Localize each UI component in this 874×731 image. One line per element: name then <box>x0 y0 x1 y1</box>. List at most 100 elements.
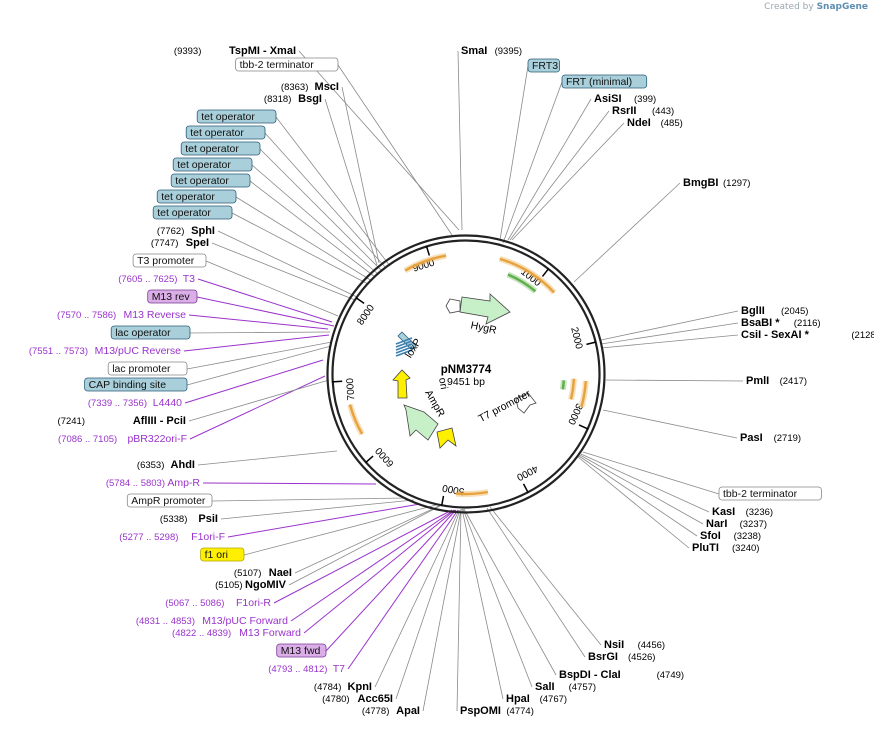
label-feature: M13 fwd <box>276 643 327 658</box>
cds-arrow <box>499 257 555 294</box>
site-name: BmgBI <box>683 177 718 189</box>
label-site: PspOMI(4774) <box>460 705 534 717</box>
site-leader <box>288 505 441 586</box>
label-primer: T3(7605 .. 7625) <box>118 273 195 285</box>
feature-box <box>147 289 198 304</box>
feature-box <box>561 74 648 89</box>
leader-line <box>275 116 391 267</box>
site-leader <box>600 334 739 349</box>
label-primer: M13 Forward(4822 .. 4839) <box>172 627 301 639</box>
label-primer: M13 Reverse(7570 .. 7586) <box>57 309 186 321</box>
site-leader <box>507 98 592 241</box>
inner-label: HygR <box>470 319 499 336</box>
feature-name: tet operator <box>201 111 255 123</box>
site-position: (3240) <box>732 543 759 554</box>
feature-box <box>170 173 251 188</box>
primer-leader <box>188 314 329 330</box>
feature-name: lac promoter <box>112 363 171 375</box>
leader-line <box>211 497 408 502</box>
feature-name: tbb-2 terminator <box>240 59 315 71</box>
site-name: SpeI <box>186 237 209 249</box>
feature-box <box>180 141 261 156</box>
site-position: (4778) <box>362 706 389 717</box>
cds-arrow <box>569 378 576 400</box>
primer-name: T3 <box>183 273 195 285</box>
label-site: ApaI(4778) <box>362 705 420 717</box>
label-feature: lac promoter <box>107 361 188 376</box>
feature-name: T3 promoter <box>137 255 195 267</box>
feature-box <box>718 486 822 501</box>
label-site: SalI(4757) <box>535 681 596 693</box>
site-leader <box>577 456 690 549</box>
primer-name: F1ori-F <box>191 531 225 543</box>
cds-arrow <box>580 380 587 408</box>
site-leader <box>217 230 358 298</box>
feature-name: CAP binding site <box>89 379 167 391</box>
label-site: NgoMIV(5105) <box>215 579 287 591</box>
leader-lines <box>183 50 744 712</box>
site-position: (4456) <box>638 640 665 651</box>
label-site: AhdI(6353) <box>137 459 195 471</box>
site-leader <box>341 86 380 264</box>
tick-label: 8000 <box>355 303 377 328</box>
leader-line <box>259 148 383 272</box>
site-position: (4526) <box>628 652 655 663</box>
label-feature: tet operator <box>196 109 277 124</box>
label-feature: T3 promoter <box>132 253 207 268</box>
leader-line <box>205 260 339 317</box>
site-name: BsgI <box>298 93 322 105</box>
label-feature: f1 ori <box>200 547 245 562</box>
label-site: BspDI - ClaI(4749) <box>559 669 684 681</box>
label-site: KasI(3236) <box>712 506 773 518</box>
site-leader <box>197 450 338 466</box>
site-position: (2116) <box>794 318 821 329</box>
site-position: (1297) <box>723 178 750 189</box>
plasmid-size: 9451 bp <box>447 376 485 388</box>
site-leader <box>220 499 415 520</box>
tick-label: 6000 <box>373 445 396 469</box>
label-primer: F1ori-F(5277 .. 5298) <box>119 531 225 543</box>
feature-box <box>235 57 339 72</box>
site-leader <box>602 409 738 439</box>
label-site: MscI(8363) <box>281 81 339 93</box>
site-position: (9393) <box>174 46 201 57</box>
tick-mark <box>332 380 343 383</box>
ori-arrow <box>392 369 411 399</box>
site-name: KpnI <box>348 681 372 693</box>
tet-operator-mark <box>395 337 413 345</box>
label-site: BglII(2045) <box>741 305 808 317</box>
label-site: BsrGI(4526) <box>588 651 655 663</box>
site-leader <box>573 182 681 283</box>
feature-name: tet operator <box>157 207 211 219</box>
primer-name: M13 Forward <box>239 627 301 639</box>
cds-arrow <box>507 273 537 293</box>
feature-name: FRT (minimal) <box>566 76 632 88</box>
site-position: (6353) <box>137 460 164 471</box>
site-name: BsaBI * <box>741 317 780 329</box>
feature-name: lac operator <box>115 327 171 339</box>
site-name: PsiI <box>198 513 218 525</box>
site-name: PspOMI <box>460 705 501 717</box>
label-feature: AmpR promoter <box>126 493 213 508</box>
label-site: NarI(3237) <box>706 518 767 530</box>
label-site: PluTI(3240) <box>692 542 759 554</box>
leader-line <box>249 180 376 278</box>
label-site: AflIII - PciI(7241) <box>58 415 186 427</box>
label-site: HpaI(4767) <box>506 693 567 705</box>
tick-mark <box>425 245 431 256</box>
hygr-arrow <box>459 293 511 325</box>
leader-line <box>582 451 720 495</box>
site-name: BglII <box>741 305 765 317</box>
feature-name: tbb-2 terminator <box>723 488 798 500</box>
primer-range: (5784 .. 5803) <box>106 478 165 489</box>
feature-box <box>107 361 188 376</box>
site-name: CsiI - SexAI * <box>741 329 810 341</box>
snapgene-credit: Created by SnapGene <box>764 2 868 12</box>
site-name: Acc65I <box>358 693 393 705</box>
primer-name: T7 <box>333 663 345 675</box>
primer-leader <box>183 334 330 352</box>
credit-prefix: Created by <box>764 2 814 12</box>
tet-operator-mark <box>395 349 413 357</box>
